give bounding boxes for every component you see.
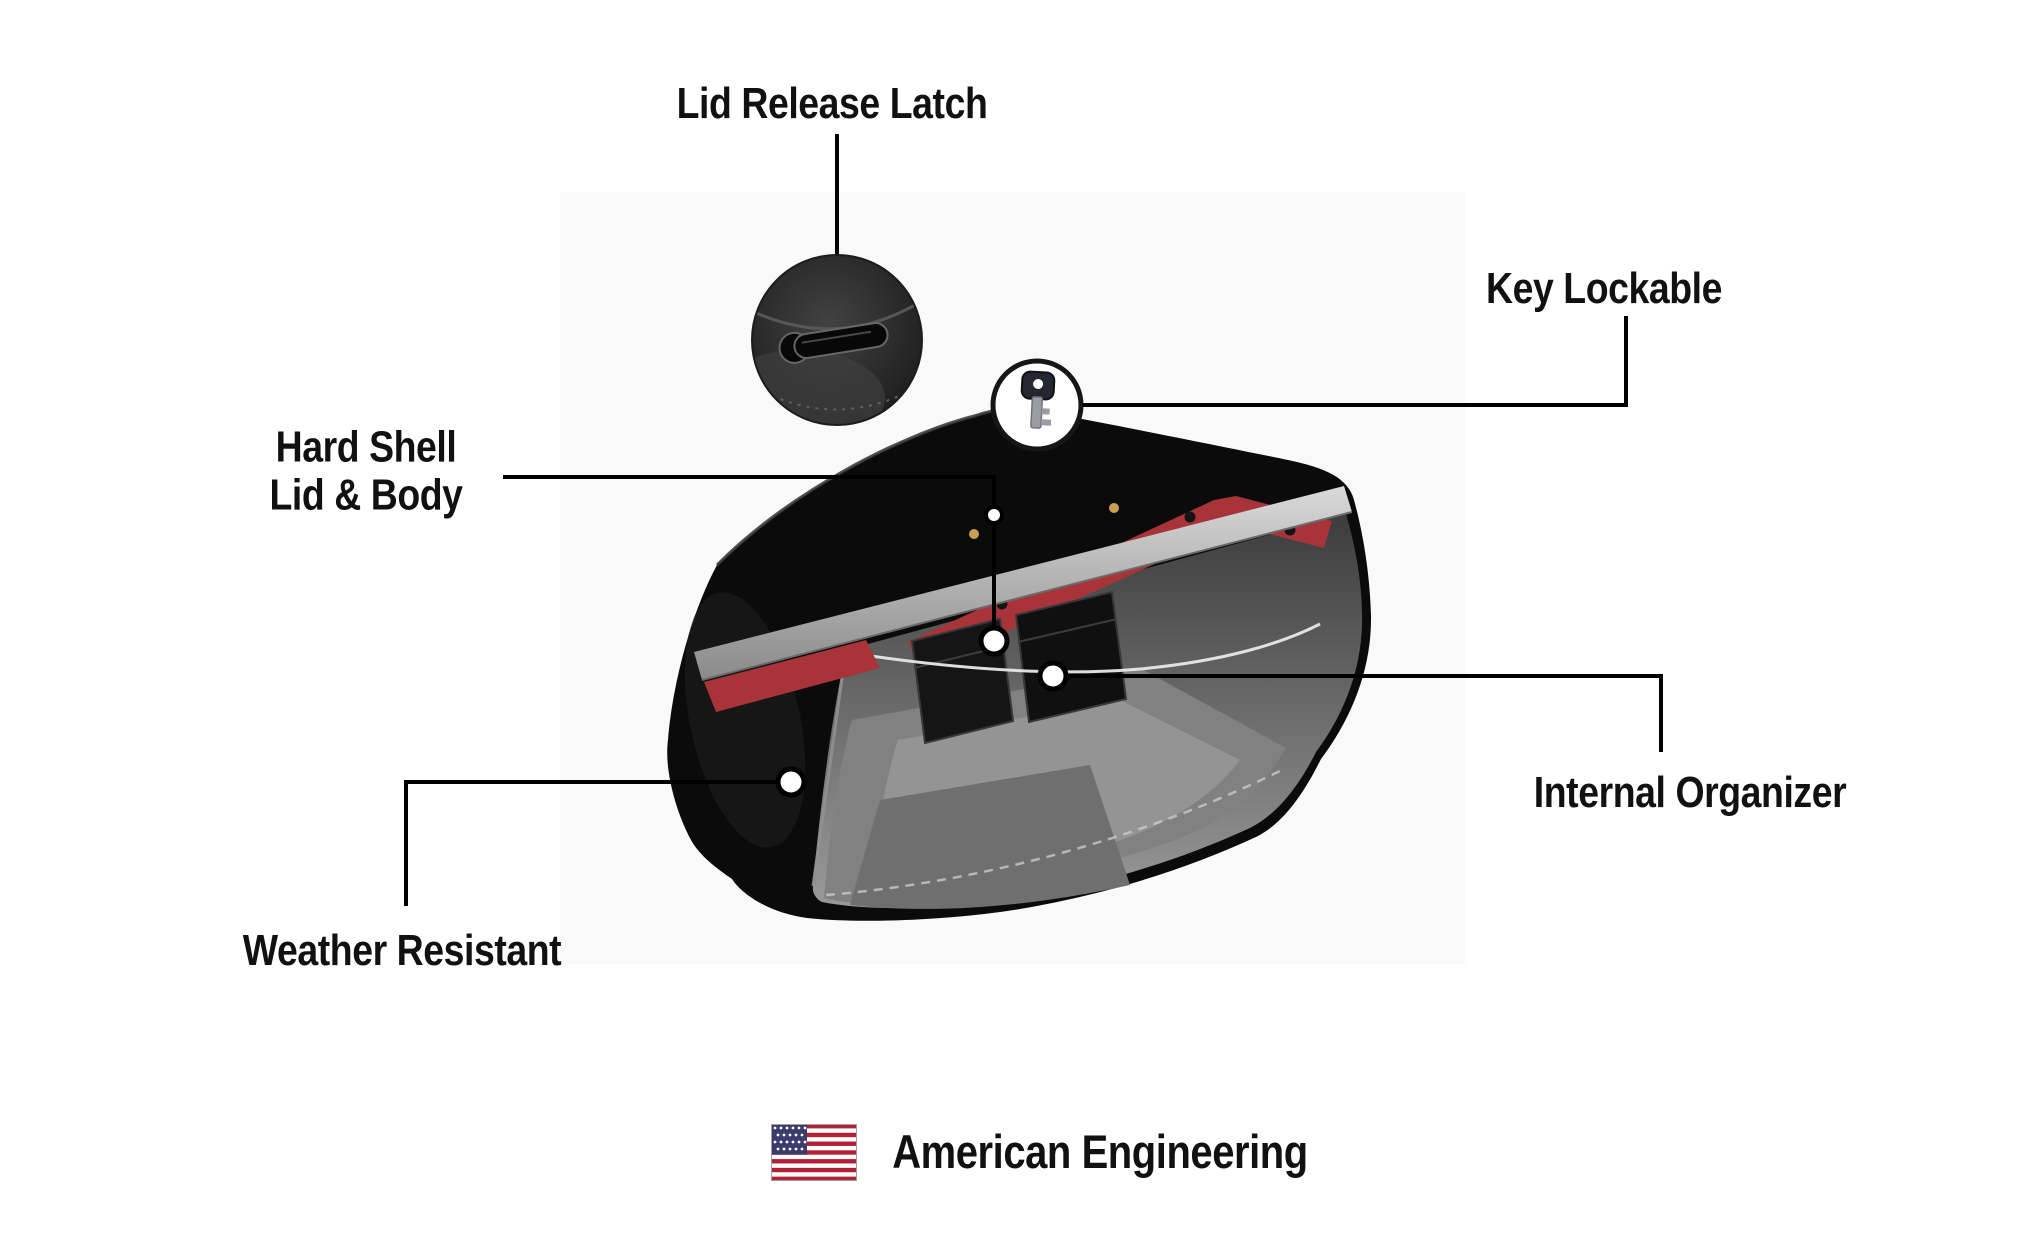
- lid-cut-line: [843, 622, 1321, 674]
- trim-edge: [701, 511, 1353, 681]
- red-accent-stripe: [704, 640, 880, 712]
- cutaway-left-edge: [811, 649, 848, 887]
- key-lockable-label: Key Lockable: [1485, 263, 1723, 313]
- hard-shell-marker-dot: [984, 505, 1004, 525]
- organizer-pocket: [1014, 590, 1128, 724]
- internal-organizer-label: Internal Organizer: [1533, 767, 1847, 817]
- organizer-marker: [1037, 660, 1069, 692]
- key-lockable-badge: [990, 358, 1084, 452]
- american-engineering-label: American Engineering: [892, 1125, 1308, 1179]
- callout-lines: [404, 134, 1663, 906]
- weather-callout-line: [404, 780, 788, 906]
- us-flag-icon: [771, 1124, 857, 1181]
- hard-shell-label-line1: Hard Shell: [275, 422, 457, 472]
- key-icon: [1020, 370, 1056, 429]
- red-chevron: [908, 496, 1332, 670]
- latch-lever: [778, 322, 889, 364]
- weather-resistant-label: Weather Resistant: [242, 925, 562, 975]
- weather-marker: [775, 766, 807, 798]
- lid-rivets: [969, 503, 1119, 539]
- lid-latch-zoom-icon: [751, 254, 923, 426]
- hard-shell-marker: [978, 625, 1010, 657]
- saddlebag-illustration: [667, 407, 1372, 921]
- interior-base-pad: [850, 765, 1130, 909]
- chrome-trim: [694, 486, 1352, 680]
- callout-markers: [775, 505, 1069, 798]
- organizer-callout-line: [1056, 674, 1663, 752]
- hard-shell-label: Hard Shell Lid & Body: [269, 422, 463, 521]
- stitch-line: [825, 768, 1283, 897]
- hard-shell-label-line2: Lid & Body: [269, 471, 463, 520]
- hard-shell-callout-line: [503, 475, 996, 640]
- internal-organizer-pockets: [910, 590, 1128, 745]
- key-callout-line: [1082, 316, 1628, 407]
- lid-release-latch-label: Lid Release Latch: [676, 78, 988, 128]
